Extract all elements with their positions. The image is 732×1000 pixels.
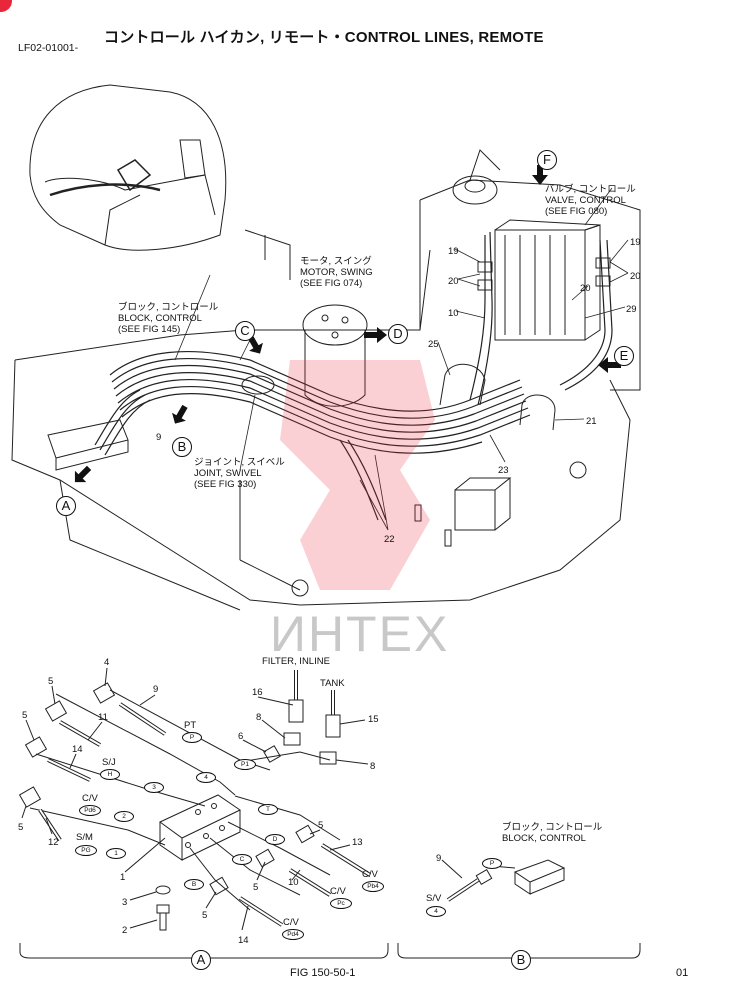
part-number: 9 [436, 853, 442, 864]
view-marker-a: A [56, 496, 76, 516]
part-number: 19 [630, 237, 641, 248]
port-badge: 4 [196, 772, 216, 783]
line-label: C/V [82, 793, 98, 804]
part-number: 1 [120, 872, 126, 883]
document-code: LF02-01001- [18, 42, 79, 54]
line-label: PT [184, 720, 197, 731]
part-number: 5 [253, 882, 259, 893]
part-number: 6 [238, 731, 244, 742]
part-number: 22 [384, 534, 395, 545]
view-marker-f: F [537, 150, 557, 170]
part-number: 15 [368, 714, 379, 725]
figure-number: FIG 150-50-1 [290, 967, 356, 979]
part-number: 16 [252, 687, 263, 698]
line-label: C/V [362, 869, 378, 880]
line-label: S/M [76, 832, 93, 843]
port-badge: P1 [234, 759, 256, 770]
view-marker-d: D [388, 324, 408, 344]
part-number: 2 [122, 925, 128, 936]
port-badge: C [232, 854, 252, 865]
port-badge: H [100, 769, 120, 780]
callout-filter-inline: FILTER, INLINE [262, 656, 330, 667]
port-badge: PG [75, 845, 97, 856]
section-marker-a: A [191, 950, 211, 970]
port-badge: Pb4 [362, 881, 384, 892]
port-badge: Pd4 [282, 929, 304, 940]
line-label: C/V [330, 886, 346, 897]
port-badge: T [258, 804, 278, 815]
part-number: 14 [72, 744, 83, 755]
line-label: S/J [102, 757, 116, 768]
watermark: ИНТЕХ [270, 606, 450, 662]
part-number: 14 [238, 935, 249, 946]
part-number: 12 [48, 837, 59, 848]
port-badge: Pc [330, 898, 352, 909]
callout-tank: TANK [320, 678, 345, 689]
part-number: 5 [48, 676, 54, 687]
port-badge: 1 [106, 848, 126, 859]
part-number: 20 [448, 276, 459, 287]
part-number: 21 [586, 416, 597, 427]
part-number: 8 [256, 712, 262, 723]
part-number: 8 [370, 761, 376, 772]
section-marker-b: B [511, 950, 531, 970]
view-marker-c: C [235, 321, 255, 341]
line-label: S/V [426, 893, 442, 904]
part-number: 25 [428, 339, 439, 350]
port-badge: 4 [426, 906, 446, 917]
page-number: 01 [676, 967, 689, 979]
part-number: 13 [352, 837, 363, 848]
port-badge: B [184, 879, 204, 890]
part-number: 11 [98, 712, 108, 723]
part-number: 10 [288, 877, 299, 888]
port-badge: D [265, 834, 285, 845]
view-marker-e: E [614, 346, 634, 366]
port-badge: 2 [114, 811, 134, 822]
view-marker-b: B [172, 437, 192, 457]
part-number: 4 [104, 657, 110, 668]
part-number: 19 [448, 246, 459, 257]
part-number: 10 [448, 308, 459, 319]
part-number: 5 [318, 820, 324, 831]
port-badge: Pd6 [79, 805, 101, 816]
part-number: 9 [156, 432, 162, 443]
part-number: 5 [18, 822, 24, 833]
line-label: C/V [283, 917, 299, 928]
port-badge: P [182, 732, 202, 743]
part-number: 9 [153, 684, 159, 695]
part-number: 3 [122, 897, 128, 908]
part-number: 5 [22, 710, 28, 721]
part-number: 20 [630, 271, 641, 282]
port-badge: P [482, 858, 502, 869]
port-badge: 3 [144, 782, 164, 793]
page-title: コントロール ハイカン, リモート・CONTROL LINES, REMOTE [104, 29, 544, 46]
part-number: 23 [498, 465, 509, 476]
part-number: 29 [626, 304, 637, 315]
part-number: 20 [580, 283, 591, 294]
part-number: 5 [202, 910, 208, 921]
